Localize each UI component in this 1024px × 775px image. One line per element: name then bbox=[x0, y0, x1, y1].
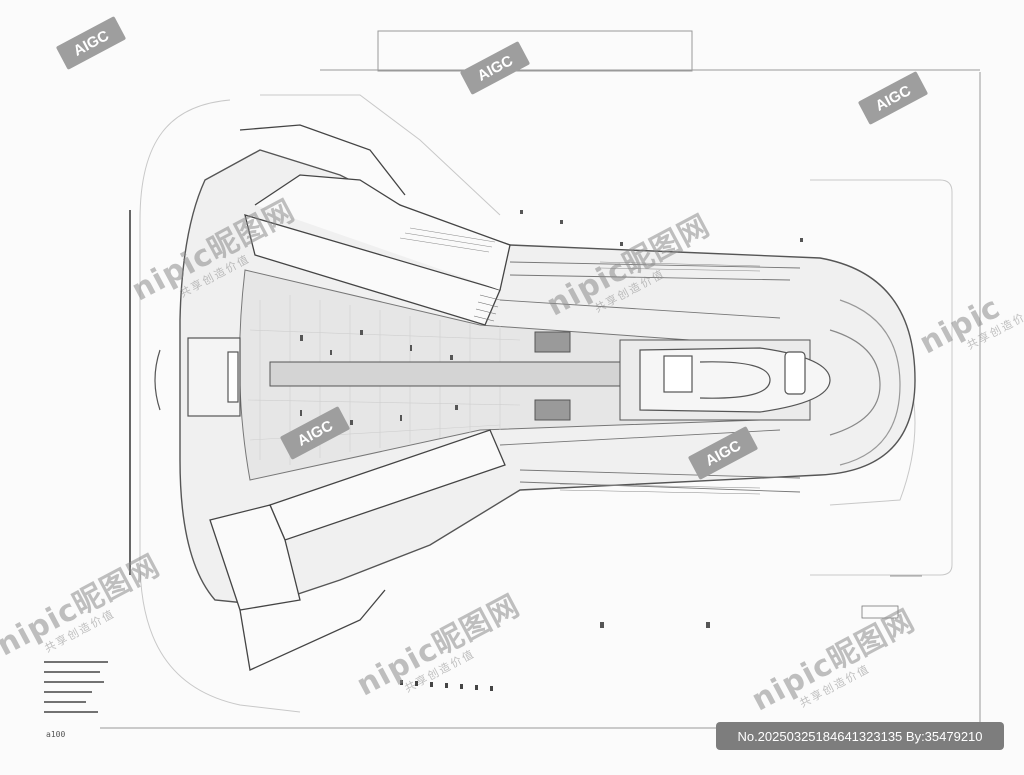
seating-tiers bbox=[399, 227, 761, 495]
annotation-marks bbox=[300, 210, 803, 628]
right-annotation bbox=[861, 575, 922, 619]
scale-note: a100 bbox=[46, 730, 66, 739]
west-entrance bbox=[154, 337, 241, 417]
legend-lines bbox=[44, 661, 108, 713]
image-id-banner: No.20250325184641323135 By:35479210 bbox=[716, 722, 1004, 750]
oval-arena bbox=[639, 299, 901, 466]
upper-wing bbox=[239, 124, 511, 326]
bottom-tick-row bbox=[400, 680, 493, 691]
lower-wing bbox=[209, 429, 506, 671]
upper-wing-stairs bbox=[473, 294, 501, 322]
